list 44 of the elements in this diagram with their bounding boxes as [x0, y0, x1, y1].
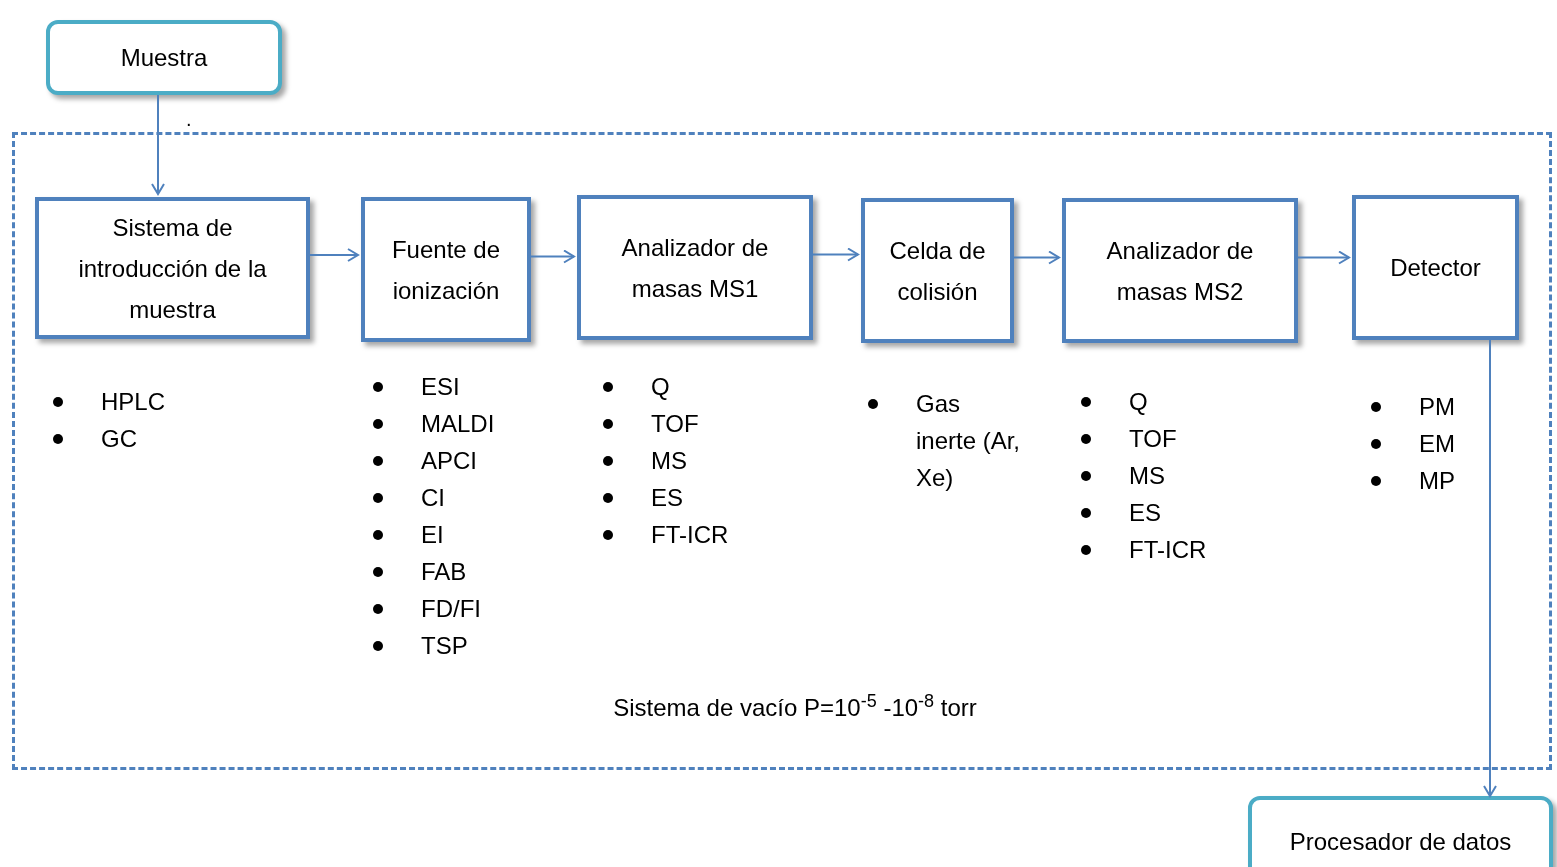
list-item: Q — [651, 372, 670, 402]
list-item: TOF — [1129, 424, 1177, 454]
list-item: ESI — [421, 372, 460, 402]
list-item: EI — [421, 520, 444, 550]
list-item: PM — [1419, 392, 1455, 422]
list-item: ES — [651, 483, 683, 513]
note-label: . — [186, 107, 192, 132]
list-item: APCI — [421, 446, 477, 476]
node-label: Analizador de masas MS1 — [620, 232, 770, 304]
list-item: Q — [1129, 387, 1148, 417]
list-item: ES — [1129, 498, 1161, 528]
list-item: FAB — [421, 557, 467, 587]
list-item: HPLC — [101, 387, 166, 417]
dashed-group-box — [12, 132, 1552, 770]
process-box — [861, 198, 1014, 343]
list-item: MS — [1129, 461, 1165, 491]
group-label: Sistema de vacío P=10$^{-5}$ -10$^{-8}$ torr — [612, 690, 978, 723]
arrow — [151, 94, 165, 195]
list-item: Gas inerte (Ar, Xe) — [916, 389, 1022, 493]
process-box — [1352, 195, 1519, 340]
process-box — [1062, 198, 1298, 343]
list-item: MP — [1419, 466, 1455, 496]
node-label: Sistema de introducción de la muestra — [77, 212, 268, 325]
rounded-box — [46, 20, 282, 95]
list-item: MS — [651, 446, 687, 476]
list-item: TSP — [421, 631, 468, 661]
node-label: Detector — [1390, 253, 1481, 283]
node-label: Procesador de datos — [1289, 826, 1512, 857]
process-box — [361, 197, 531, 342]
list-item: EM — [1419, 429, 1455, 459]
list-item: CI — [421, 483, 445, 513]
process-box — [35, 197, 310, 339]
node-label: Muestra — [120, 43, 208, 73]
rounded-box — [1248, 796, 1553, 867]
list-item: FD/FI — [421, 594, 481, 624]
node-label: Analizador de masas MS2 — [1105, 235, 1255, 307]
list-item: FT-ICR — [651, 520, 729, 550]
list-item: MALDI — [421, 409, 495, 439]
list-item: GC — [101, 424, 137, 454]
list-item: FT-ICR — [1129, 535, 1207, 565]
process-box — [577, 195, 813, 340]
list-item: TOF — [651, 409, 699, 439]
node-label: Celda de colisión — [888, 235, 987, 307]
node-label: Fuente de ionización — [390, 234, 502, 306]
